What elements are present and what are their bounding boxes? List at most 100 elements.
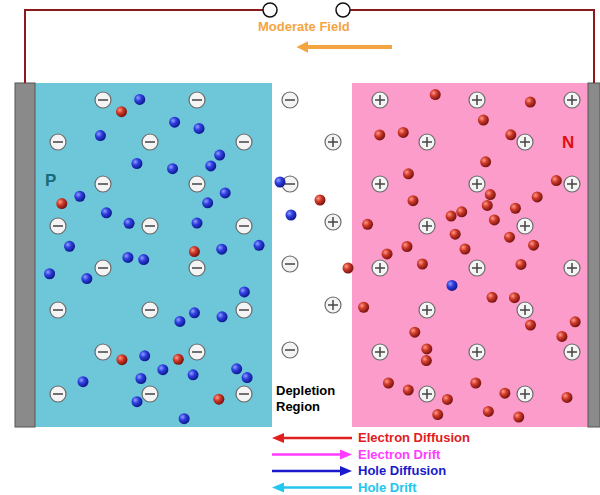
legend-arrow: [272, 483, 352, 493]
electron: [470, 378, 481, 389]
electron: [487, 292, 498, 303]
electron: [442, 394, 453, 405]
donor-ion: [517, 218, 533, 234]
hole: [202, 197, 213, 208]
electron: [485, 189, 496, 200]
donor-ion: [419, 134, 435, 150]
wire: [25, 10, 263, 83]
donor-ion: [372, 344, 388, 360]
donor-ion: [469, 92, 485, 108]
electron: [456, 206, 467, 217]
electron: [504, 232, 515, 243]
acceptor-ion: [95, 176, 111, 192]
donor-ion: [469, 176, 485, 192]
electron: [505, 129, 516, 140]
hole: [139, 350, 150, 361]
field-arrow: [306, 45, 392, 49]
legend-arrow: [272, 466, 352, 476]
p-region: [35, 83, 272, 427]
electron: [358, 302, 369, 313]
acceptor-ion: [142, 218, 158, 234]
electron: [56, 198, 67, 209]
hole: [174, 316, 185, 327]
acceptor-ion: [50, 386, 66, 402]
terminal: [263, 3, 277, 17]
electron: [421, 343, 432, 354]
contact-plate: [15, 83, 35, 427]
acceptor-ion: [236, 302, 252, 318]
hole: [167, 163, 178, 174]
hole: [131, 158, 142, 169]
electron: [515, 259, 526, 270]
hole: [132, 396, 143, 407]
acceptor-ion: [142, 302, 158, 318]
electron: [409, 327, 420, 338]
hole: [239, 286, 250, 297]
electron: [513, 412, 524, 423]
acceptor-ion: [282, 342, 298, 358]
hole: [189, 307, 200, 318]
electron: [417, 258, 428, 269]
acceptor-ion: [236, 386, 252, 402]
acceptor-ion: [142, 386, 158, 402]
hole: [134, 94, 145, 105]
donor-ion: [325, 297, 341, 313]
hole: [101, 207, 112, 218]
hole: [81, 273, 92, 284]
electron: [421, 355, 432, 366]
acceptor-ion: [236, 134, 252, 150]
region-label: Depletion Region: [276, 383, 348, 414]
electron: [483, 406, 494, 417]
donor-ion: [469, 260, 485, 276]
electron: [403, 385, 414, 396]
donor-ion: [372, 92, 388, 108]
electron: [551, 175, 562, 186]
electron: [189, 246, 200, 257]
electron: [173, 354, 184, 365]
hole: [216, 244, 227, 255]
hole: [194, 123, 205, 134]
electron: [528, 240, 539, 251]
hole: [286, 210, 297, 221]
acceptor-ion: [50, 218, 66, 234]
donor-ion: [517, 302, 533, 318]
electron: [446, 211, 457, 222]
electron: [489, 214, 500, 225]
electron: [382, 248, 393, 259]
region-label: P: [45, 171, 56, 191]
hole: [64, 241, 75, 252]
depletion-region: Depletion Region: [272, 83, 352, 427]
electron: [362, 219, 373, 230]
hole: [135, 373, 146, 384]
hole: [217, 311, 228, 322]
hole: [242, 372, 253, 383]
hole: [188, 369, 199, 380]
legend-text: Hole Drift: [358, 480, 417, 495]
electron: [401, 241, 412, 252]
hole: [138, 254, 149, 265]
hole: [169, 117, 180, 128]
acceptor-ion: [189, 92, 205, 108]
hole: [122, 252, 133, 263]
legend-arrow: [272, 450, 352, 460]
electron: [478, 115, 489, 126]
electron: [482, 200, 493, 211]
hole: [95, 130, 106, 141]
hole: [74, 191, 85, 202]
acceptor-ion: [189, 344, 205, 360]
electron: [556, 331, 567, 342]
hole: [254, 240, 265, 251]
electron: [459, 244, 470, 255]
field-label: Moderate Field: [258, 19, 350, 34]
donor-ion: [469, 344, 485, 360]
donor-ion: [564, 260, 580, 276]
donor-ion: [372, 260, 388, 276]
hole: [44, 268, 55, 279]
electron: [374, 129, 385, 140]
donor-ion: [419, 218, 435, 234]
acceptor-ion: [50, 134, 66, 150]
donor-ion: [325, 134, 341, 150]
donor-ion: [419, 302, 435, 318]
electron: [570, 316, 581, 327]
